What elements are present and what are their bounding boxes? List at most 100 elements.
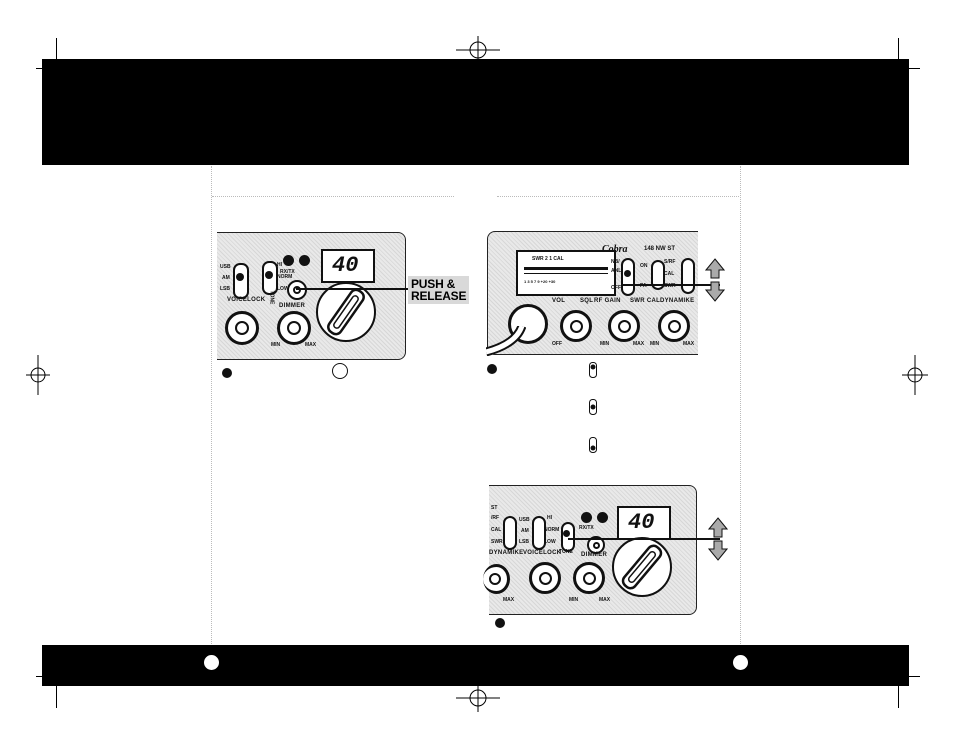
mode-switch[interactable] [532,516,546,550]
voicelock-label: VOICELOCK [523,550,562,556]
rx-led-icon [283,255,294,266]
norm-label: NORM [544,527,560,533]
brand-logo: Cobra [602,244,628,255]
meter-scale-2: 1 3 5 7 9 +20 +30 [524,279,556,284]
min-label: MIN [569,597,579,603]
off-knob-label: OFF [552,341,562,347]
rxtx-label: RX/TX [280,269,295,275]
swr-switch[interactable] [503,516,517,550]
rx-led-icon [581,512,592,523]
max-label-2: MAX [683,341,695,347]
min-label: MIN [600,341,610,347]
crop-mark [904,68,920,69]
bullet-icon [487,364,497,374]
switch-up-position-icon [589,362,597,378]
callout-line-2: RELEASE [411,289,467,303]
norm-label: NORM [277,274,293,280]
am-label: AM [521,528,529,534]
swr-label: SWR [664,283,676,289]
mode-switch-lever-icon [236,273,244,281]
push-release-button[interactable] [287,280,307,300]
channel-selector-knob-icon[interactable] [611,536,673,598]
button-outline-icon [332,363,348,379]
lsb-label: LSB [220,286,230,292]
voicelock-label: VOICELOCK [227,297,266,303]
min-label-2: MIN [650,341,660,347]
dynamike-label: DYNAMIKE [489,550,524,556]
meter-bar [524,267,608,270]
dimmer-knob[interactable] [277,311,311,345]
pa-label: PA [640,283,647,289]
push-release-callout: PUSH & RELEASE [408,276,470,304]
rfgain-label: RF GAIN [594,298,621,304]
dimmer-label: DIMMER [279,303,306,309]
tx-led-icon [597,512,608,523]
swr-label: SWR [491,539,503,545]
sql-label: SQL [580,298,594,304]
callout-line [296,288,408,290]
max-label: MAX [633,341,645,347]
tone-switch-lever-icon [265,271,273,279]
rf-label: /RF [491,515,500,521]
switch-down-position-icon [589,437,597,453]
tone-switch[interactable] [561,522,575,552]
channel-display: 40 [617,506,671,540]
channel-selector-knob-icon[interactable] [315,281,377,343]
min-label: MIN [271,342,281,348]
voicelock-knob[interactable] [529,562,561,594]
low-label: LOW [544,539,556,545]
radio-front-panel-left: USB AM LSB HI NORM LOW TONE RX/TX 40 VOI… [217,232,406,360]
dynamike-knob[interactable] [483,564,510,594]
low-label: LOW [277,286,289,292]
header-band [42,59,909,165]
cal-label: CAL [491,527,502,533]
radio-front-panel-right-bottom: ST /RF CAL SWR USB AM LSB HI NORM LOW TO… [483,485,697,615]
dynamike-knob[interactable] [658,310,690,342]
tone-label: TONE [559,549,573,555]
bullet-icon [495,618,505,628]
vol-label: VOL [552,298,566,304]
registration-mark-icon [26,355,50,395]
up-down-arrows-icon [705,258,725,302]
voicelock-knob[interactable] [225,311,259,345]
swr-switch[interactable] [681,258,695,294]
am-label: AM [222,275,230,281]
max-label-2: MAX [599,597,611,603]
max-label: MAX [503,597,515,603]
column-guide [211,166,212,644]
lsb-label: LSB [519,539,529,545]
crop-mark [898,38,899,60]
signal-meter: SWR 2 1 CAL 1 3 5 7 9 +20 +30 [516,250,616,296]
mic-cord-icon [486,326,526,356]
push-release-button[interactable] [587,536,605,554]
column-guide [740,166,741,644]
nb-anl-switch[interactable] [621,258,635,296]
dimmer-knob[interactable] [573,562,605,594]
swr-top-label: S/RF [664,259,676,265]
pa-switch[interactable] [651,260,665,290]
hi-label: HI [277,262,282,268]
tone-switch-lever-icon [563,530,570,537]
meter-scale: SWR 2 1 CAL [532,256,564,262]
model-label: 148 NW ST [644,246,676,252]
crop-mark [898,686,899,708]
registration-mark-icon [902,355,928,395]
callout-line-1: PUSH & [411,277,456,291]
crop-mark [904,676,920,677]
channel-display: 40 [321,249,375,283]
usb-label: USB [220,264,231,270]
volume-squelch-knob[interactable] [560,310,592,342]
crop-mark [56,686,57,708]
max-label: MAX [305,342,317,348]
channel-number: 40 [332,253,359,278]
tone-label: TONE [268,290,275,305]
bullet-icon [222,368,232,378]
rfgain-swrcal-knob[interactable] [608,310,640,342]
callout-line [568,538,720,540]
nb-label: NB/ [611,259,620,265]
up-down-arrows-icon [708,517,728,561]
registration-mark-icon [456,684,500,712]
mode-switch[interactable] [233,263,249,299]
rxtx-label: RX/TX [579,525,594,531]
dimmer-label: DIMMER [581,552,608,558]
